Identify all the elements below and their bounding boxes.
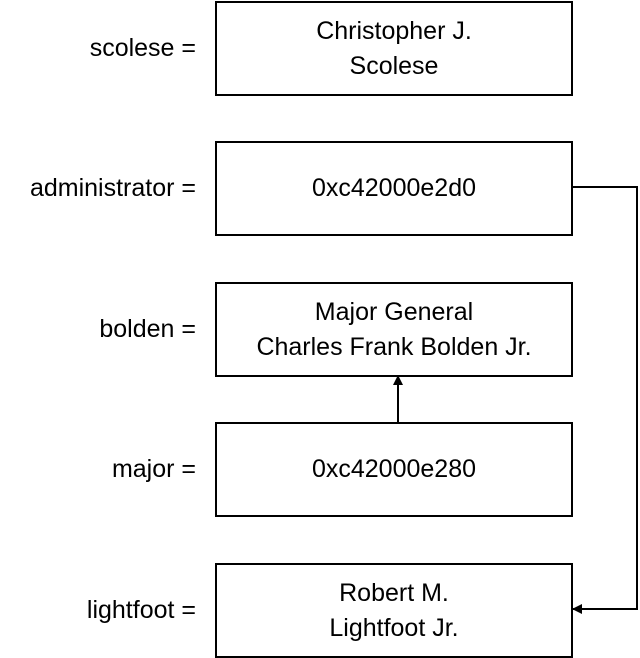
pointer-arrow-administrator-to-lightfoot — [571, 186, 638, 614]
variable-label-administrator: administrator = — [29, 173, 196, 202]
value-box-lightfoot: Robert M. Lightfoot Jr. — [215, 563, 573, 658]
pointer-address: 0xc42000e280 — [311, 455, 477, 483]
value-line: Robert M. — [339, 578, 449, 607]
variable-label-major: major = — [111, 454, 196, 483]
variable-label-lightfoot: lightfoot = — [86, 595, 196, 624]
value-box-scolese: Christopher J. Scolese — [215, 1, 573, 96]
value-box-bolden: Major General Charles Frank Bolden Jr. — [215, 282, 573, 377]
variable-label-scolese: scolese = — [89, 33, 196, 62]
value-line: Christopher J. — [316, 16, 472, 45]
value-line: Scolese — [349, 51, 439, 80]
value-line: Major General — [314, 297, 474, 326]
pointer-address: 0xc42000e2d0 — [311, 174, 477, 202]
value-line: Charles Frank Bolden Jr. — [256, 332, 532, 361]
value-line: Lightfoot Jr. — [329, 613, 459, 642]
variable-label-bolden: bolden = — [99, 314, 196, 343]
value-box-administrator: 0xc42000e2d0 — [215, 141, 573, 236]
value-box-major: 0xc42000e280 — [215, 422, 573, 517]
